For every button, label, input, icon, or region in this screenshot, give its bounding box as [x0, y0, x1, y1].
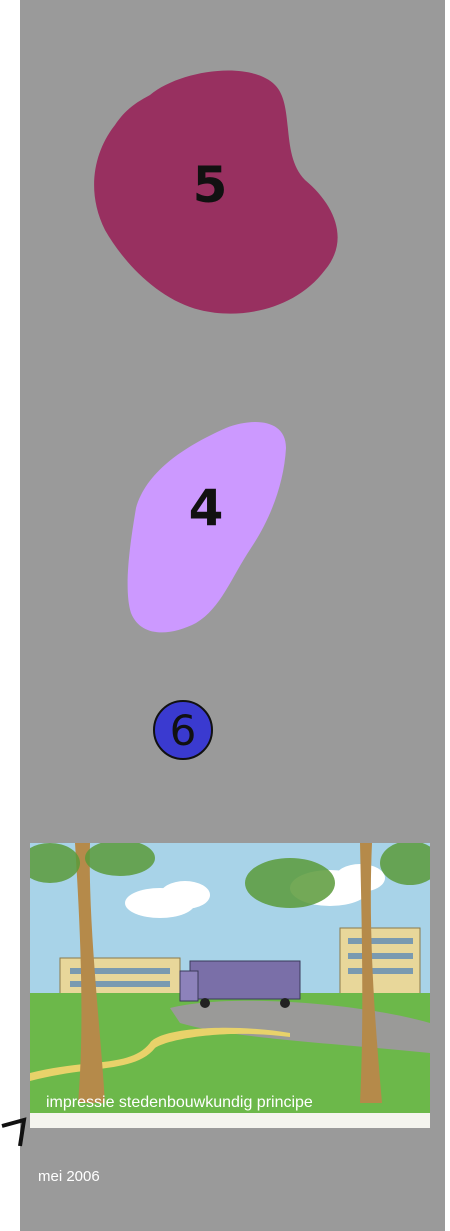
illustration-caption: impressie stedenbouwkundig principe — [30, 1094, 430, 1112]
area-4-label: 4 — [186, 478, 226, 538]
area-6-label: 6 — [170, 706, 197, 755]
edge-stroke-mark — [0, 1108, 30, 1148]
impression-illustration — [30, 843, 430, 1128]
publication-date: mei 2006 — [38, 1168, 100, 1185]
area-6-marker[interactable]: 6 — [153, 700, 213, 760]
area-5-label: 5 — [190, 155, 230, 215]
street-scene-image — [30, 843, 430, 1128]
